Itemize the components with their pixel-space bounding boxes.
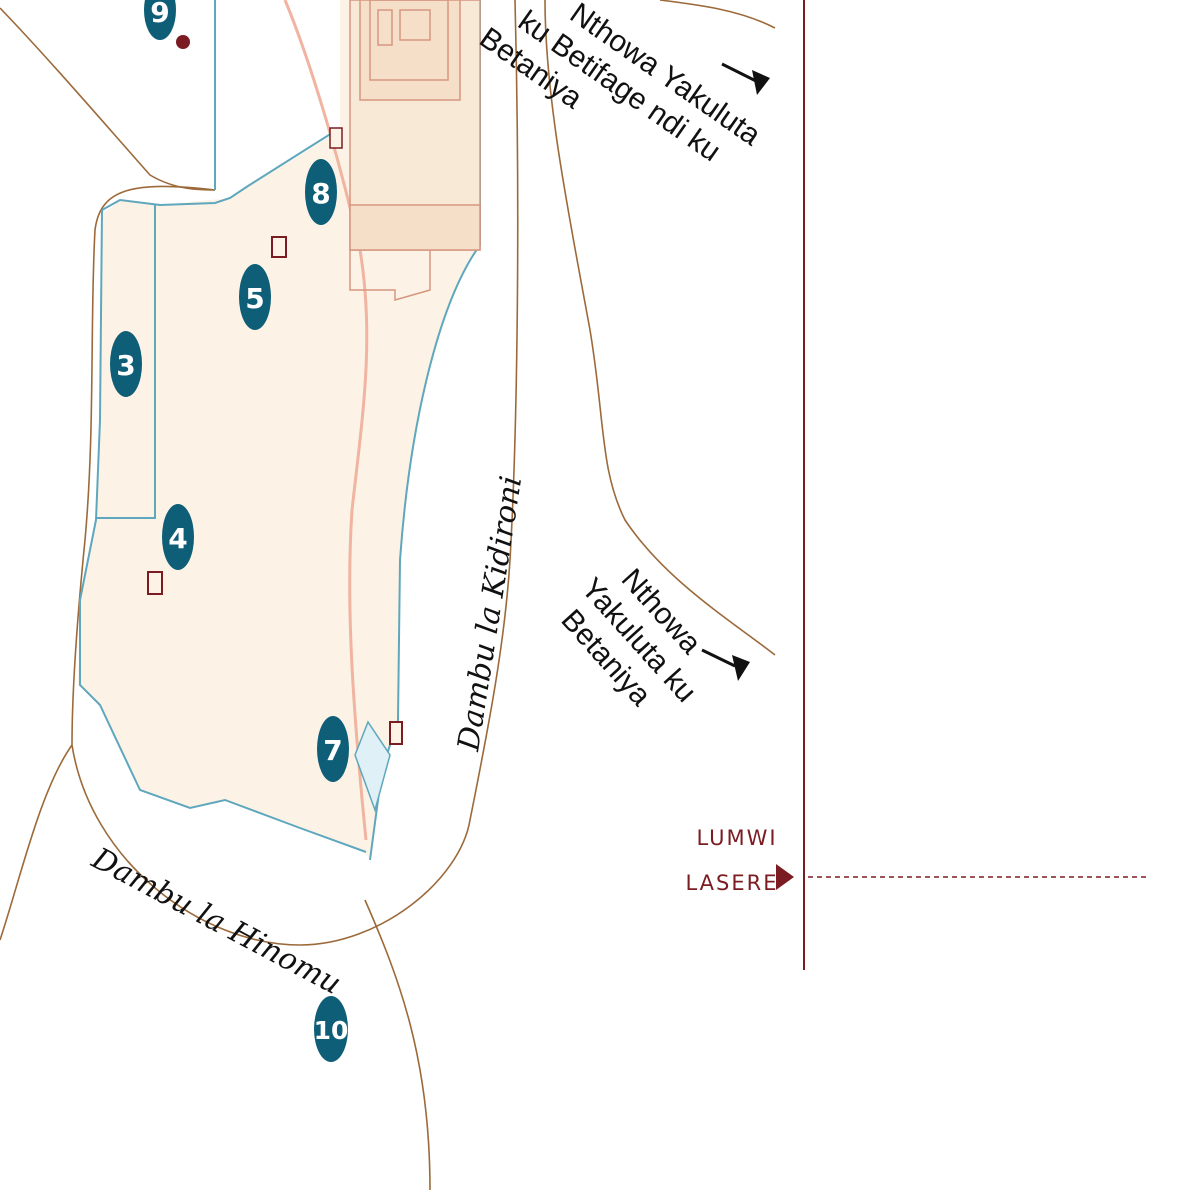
- landmark-squares: [147, 236, 403, 745]
- terrain-contours: [0, 0, 776, 1191]
- location-dot: [176, 35, 190, 49]
- marker-label-10: 10: [314, 1016, 349, 1045]
- marker-label-9: 9: [150, 0, 169, 29]
- map-marker-7[interactable]: 7: [317, 716, 349, 782]
- marker-label-7: 7: [323, 734, 342, 767]
- map-marker-3[interactable]: 3: [110, 331, 142, 397]
- roads: [283, 0, 369, 841]
- hinnom-valley-label: Dambu la Hinomu: [85, 841, 346, 1002]
- lumwi-label-line-1: LUMWI: [696, 826, 777, 850]
- map-marker-8[interactable]: 8: [305, 159, 337, 225]
- map-marker-4[interactable]: 4: [162, 504, 194, 570]
- route-2-arrow-icon: [701, 648, 750, 681]
- kidron-valley-label: Dambu la Kidironi: [451, 474, 529, 755]
- marker-label-3: 3: [116, 349, 135, 382]
- map-marker-5[interactable]: 5: [239, 264, 271, 330]
- pool-of-siloam: [354, 720, 391, 813]
- lumwi-arrow-icon: [776, 864, 794, 890]
- route-bethany: Nthowa Yakuluta ku Betaniya: [555, 563, 708, 713]
- landmark-square-7: [389, 721, 403, 745]
- route-1-arrow-icon: [721, 62, 770, 95]
- marker-label-5: 5: [245, 282, 264, 315]
- map-marker-9[interactable]: 9: [144, 0, 176, 40]
- city-walls: [79, 0, 481, 861]
- map-marker-10[interactable]: 10: [314, 996, 349, 1062]
- temple-complex: [329, 0, 481, 301]
- marker-label-4: 4: [168, 522, 187, 555]
- landmark-square-5: [271, 236, 287, 258]
- lumwi-lasere-callout: LUMWI LASERE: [685, 826, 794, 895]
- landmark-square-4: [147, 571, 163, 595]
- marker-label-8: 8: [311, 177, 330, 210]
- lumwi-label-line-2: LASERE: [685, 871, 778, 895]
